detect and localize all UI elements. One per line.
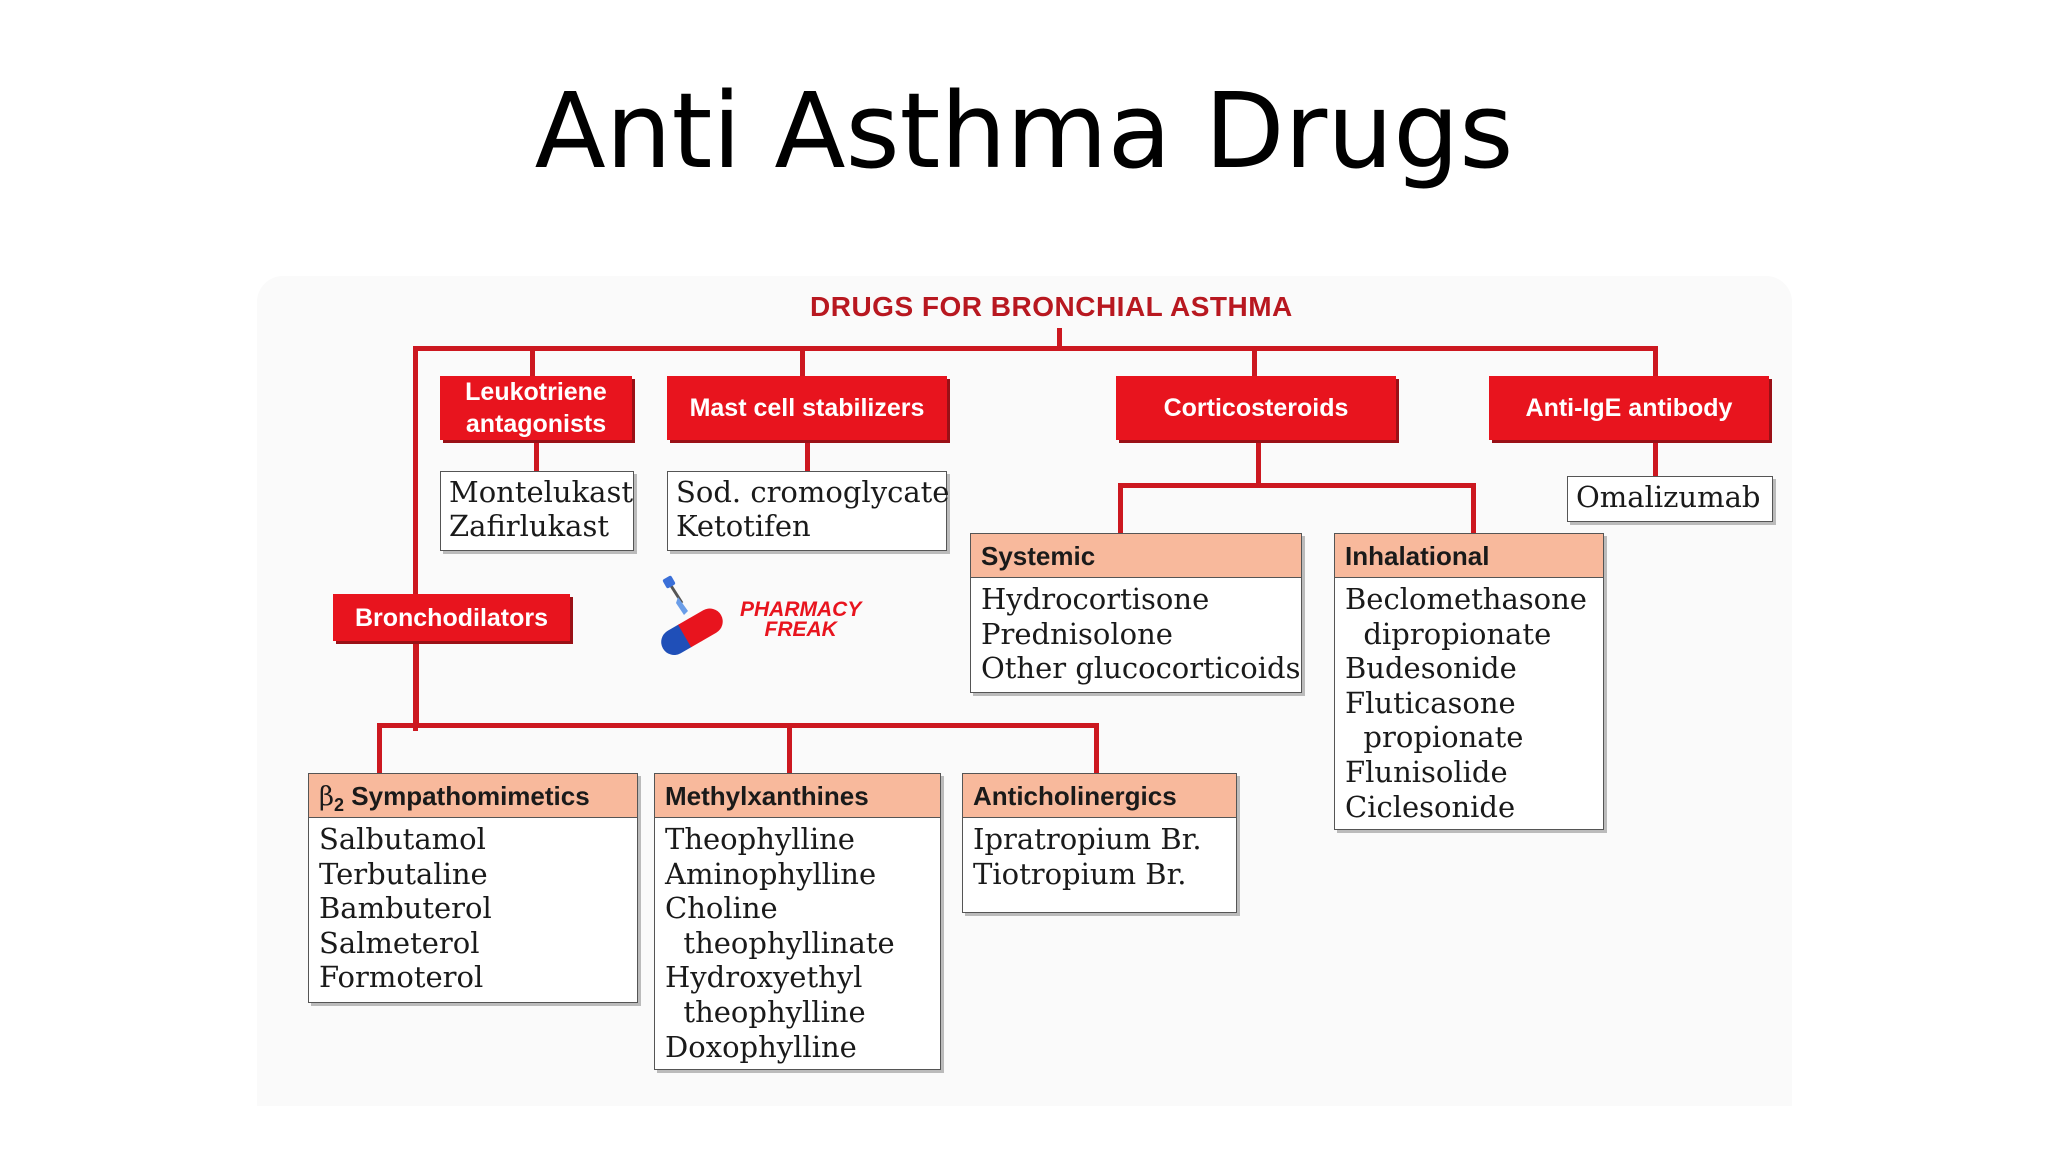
category-label: Anti-IgE antibody xyxy=(1525,394,1733,422)
pill-dropper-icon xyxy=(661,575,723,655)
category-label-line1: Leukotriene xyxy=(465,378,607,406)
subgroup-inhalational: Inhalational Beclomethasone dipropionate… xyxy=(1334,533,1604,830)
drug-item: Salmeterol xyxy=(319,925,480,960)
connector-line xyxy=(377,723,1097,728)
subgroup-anticholinergics: Anticholinergics Ipratropium Br. Tiotrop… xyxy=(962,773,1237,913)
connector-line xyxy=(413,346,418,731)
category-mast-cell-stabilizers: Mast cell stabilizers xyxy=(667,376,947,440)
subgroup-label: Sympathomimetics xyxy=(344,781,590,811)
connector-line xyxy=(1653,346,1658,378)
connector-line xyxy=(1471,483,1476,533)
drug-item: Hydrocortisone xyxy=(981,582,1210,616)
drug-item: Hydroxyethyl xyxy=(665,960,863,995)
category-leukotriene-antagonists: Leukotriene antagonists xyxy=(440,376,632,440)
drug-item: Ciclesonide xyxy=(1345,789,1516,824)
drug-item: Beclomethasone xyxy=(1345,582,1587,616)
subgroup-header: Systemic xyxy=(971,534,1301,578)
subgroup-systemic: Systemic Hydrocortisone Prednisolone Oth… xyxy=(970,533,1302,693)
drug-item: Doxophylline xyxy=(665,1029,857,1064)
category-label: Mast cell stabilizers xyxy=(689,394,925,422)
drug-item: Zafirlukast xyxy=(449,509,609,543)
drug-item: Formoterol xyxy=(319,960,484,995)
logo-line1: PHARMACY xyxy=(740,598,862,621)
subgroup-sympathomimetics: β2 Sympathomimetics Salbutamol Terbutali… xyxy=(308,773,638,1003)
connector-line xyxy=(530,346,535,378)
connector-line xyxy=(377,723,382,775)
drug-item: Aminophylline xyxy=(665,856,877,891)
connector-line xyxy=(534,443,539,473)
drug-item: Fluticasone xyxy=(1345,685,1516,720)
drug-item: theophyllinate xyxy=(665,925,895,960)
connector-line xyxy=(1118,483,1476,488)
category-label-line2: antagonists xyxy=(465,410,607,438)
connector-line xyxy=(1094,723,1099,775)
connector-line xyxy=(1252,346,1257,378)
drug-item: propionate xyxy=(1345,720,1524,755)
drug-item: Tiotropium Br. xyxy=(973,856,1187,891)
subgroup-header: β2 Sympathomimetics xyxy=(309,774,637,818)
category-label: Bronchodilators xyxy=(354,603,549,632)
subgroup-header: Methylxanthines xyxy=(655,774,940,818)
category-anti-ige-antibody: Anti-IgE antibody xyxy=(1489,376,1769,440)
subgroup-header: Inhalational xyxy=(1335,534,1603,578)
drug-item: Budesonide xyxy=(1345,651,1517,686)
drug-item: Ketotifen xyxy=(676,509,811,543)
connector-line xyxy=(1057,328,1062,350)
connector-line xyxy=(413,346,1658,351)
diagram-title: DRUGS FOR BRONCHIAL ASTHMA xyxy=(810,291,1293,322)
connector-line xyxy=(787,723,792,775)
beta-subscript: 2 xyxy=(334,795,345,816)
connector-line xyxy=(1118,483,1123,533)
slide-title: Anti Asthma Drugs xyxy=(534,70,1514,192)
connector-line xyxy=(805,443,810,473)
category-corticosteroids: Corticosteroids xyxy=(1116,376,1396,440)
drug-item: Other glucocorticoids xyxy=(981,651,1301,686)
connector-line xyxy=(1256,443,1261,485)
category-label: Corticosteroids xyxy=(1163,394,1349,422)
drug-item: dipropionate xyxy=(1345,616,1552,651)
drug-item: Ipratropium Br. xyxy=(973,822,1202,856)
drug-item: theophylline xyxy=(665,994,866,1029)
drug-item: Terbutaline xyxy=(319,856,488,891)
beta-symbol: β xyxy=(319,782,335,812)
logo-line2: FREAK xyxy=(764,618,837,641)
subgroup-methylxanthines: Methylxanthines Theophylline Aminophylli… xyxy=(654,773,941,1070)
drug-item: Bambuterol xyxy=(319,891,492,926)
drug-item: Flunisolide xyxy=(1345,754,1508,789)
drug-item: Montelukast xyxy=(449,475,633,509)
drug-item: Prednisolone xyxy=(981,616,1173,651)
connector-line xyxy=(800,346,805,378)
logo-text: PHARMACY FREAK xyxy=(740,598,862,641)
connector-line xyxy=(1653,440,1658,477)
drug-item: Salbutamol xyxy=(319,822,486,856)
drug-item: Omalizumab xyxy=(1576,480,1761,514)
drug-list-anti-ige: Omalizumab xyxy=(1567,476,1773,522)
category-bronchodilators: Bronchodilators xyxy=(333,594,570,641)
drug-item: Choline xyxy=(665,891,778,926)
subgroup-header: Anticholinergics xyxy=(963,774,1236,818)
drug-item: Theophylline xyxy=(665,822,855,856)
connector-line xyxy=(414,641,419,726)
drug-item: Sod. cromoglycate xyxy=(676,475,950,509)
